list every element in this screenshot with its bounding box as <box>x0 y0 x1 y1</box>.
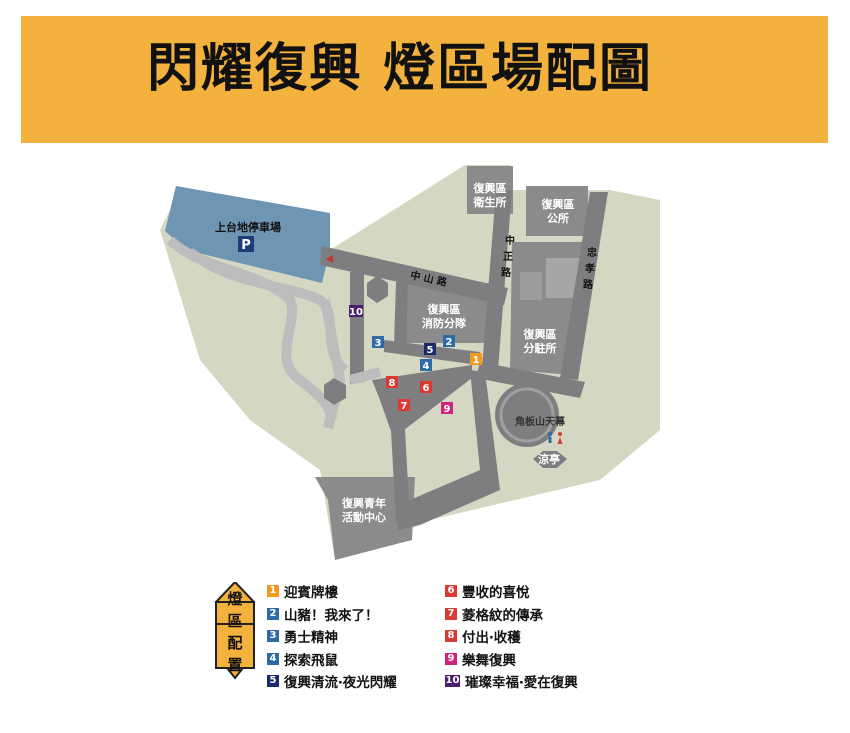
svg-text:忠: 忠 <box>587 246 597 259</box>
svg-text:路: 路 <box>583 278 594 291</box>
svg-text:7: 7 <box>401 401 408 412</box>
page-title: 閃耀復興 燈區場配圖 <box>146 39 654 99</box>
legend-text: 菱格紋的傳承 <box>462 607 543 624</box>
legend-text: 復興清流‧夜光閃耀 <box>284 675 397 692</box>
legend-text: 樂舞復興 <box>462 652 516 669</box>
legend-text: 勇士精神 <box>284 630 338 647</box>
police-annex-roof-2 <box>520 272 542 300</box>
health-office-label: 復興區衛生所 <box>473 181 507 209</box>
youth-center-label: 復興青年活動中心 <box>341 496 386 524</box>
legend-item-6: 6 豐收的喜悅 <box>445 580 578 603</box>
badge-char-1: 燈 <box>227 590 243 608</box>
marker-6: 6 <box>420 381 432 394</box>
legend-num: 5 <box>267 675 279 688</box>
parking-label: 上台地停車場 <box>215 220 281 234</box>
marker-5: 5 <box>424 343 436 356</box>
marker-9: 9 <box>441 402 453 415</box>
district-office-label: 復興區公所 <box>541 197 575 225</box>
youth-center-building <box>315 477 415 560</box>
legend-item-3: 3 勇士精神 <box>267 625 397 648</box>
marker-2: 2 <box>443 335 455 348</box>
police-station-label: 復興區分駐所 <box>523 327 557 355</box>
badge-char-4: 置 <box>227 656 242 674</box>
svg-text:中: 中 <box>505 234 515 247</box>
legend-item-4: 4 探索飛鼠 <box>267 648 397 671</box>
svg-text:3: 3 <box>375 338 382 349</box>
badge-char-2: 區 <box>227 612 242 630</box>
parking-sign-label: P <box>241 238 251 253</box>
legend-num: 4 <box>267 652 279 665</box>
legend-num: 9 <box>445 652 457 665</box>
legend-num: 8 <box>445 630 457 643</box>
amphitheater-label: 角板山天幕 <box>515 415 566 428</box>
legend-num: 6 <box>445 585 457 598</box>
title-banner <box>21 16 828 143</box>
legend-num: 7 <box>445 607 457 620</box>
amphitheater-circle <box>495 383 559 447</box>
parking-paths <box>166 236 382 430</box>
map-markers: 1 2 3 4 5 6 7 8 9 10 <box>349 305 482 415</box>
pavilion-label: 涼亭 <box>538 452 560 466</box>
legend-item-1: 1 迎賓牌樓 <box>267 580 397 603</box>
legend-column-right: 6 豐收的喜悅 7 菱格紋的傳承 8 付出‧收穫 9 樂舞復興 10 璀璨幸福‧愛在復興 <box>445 580 578 693</box>
marker-10: 10 <box>349 305 363 318</box>
legend-item-10: 10 璀璨幸福‧愛在復興 <box>445 670 578 693</box>
svg-text:2: 2 <box>446 337 453 348</box>
legend-text: 豐收的喜悅 <box>462 585 530 602</box>
legend-text: 付出‧收穫 <box>462 630 521 647</box>
svg-text:5: 5 <box>427 345 434 356</box>
legend-item-9: 9 樂舞復興 <box>445 648 578 671</box>
legend-num: 3 <box>267 630 279 643</box>
marker-3: 3 <box>372 336 384 349</box>
legend: 燈 區 配 置 1 迎賓牌樓 2 山豬！我來了！ 3 勇士精神 4 探索飛鼠 5 復興清流… <box>212 580 632 700</box>
legend-num: 10 <box>445 675 460 688</box>
parking-lot <box>165 186 330 283</box>
hex-pavilion-left <box>324 378 346 405</box>
svg-text:4: 4 <box>423 361 430 372</box>
legend-item-8: 8 付出‧收穫 <box>445 625 578 648</box>
svg-text:8: 8 <box>389 378 396 389</box>
hex-pavilion-top <box>367 276 388 303</box>
badge-char-3: 配 <box>227 634 242 652</box>
legend-text: 迎賓牌樓 <box>284 585 338 602</box>
fire-station-label: 復興區消防分隊 <box>422 302 467 330</box>
pavilion-hexagon <box>533 451 567 468</box>
legend-item-7: 7 菱格紋的傳承 <box>445 603 578 626</box>
legend-num: 2 <box>267 607 279 620</box>
legend-text: 璀璨幸福‧愛在復興 <box>465 675 578 692</box>
parking-sign <box>238 236 254 252</box>
legend-badge: 燈 區 配 置 <box>214 582 256 680</box>
marker-8: 8 <box>386 376 398 389</box>
svg-text:孝: 孝 <box>584 262 595 275</box>
district-office-building <box>526 186 588 236</box>
road-label-zhongxiao: 忠 孝 路 <box>583 246 597 291</box>
legend-text: 探索飛鼠 <box>284 652 338 669</box>
amphitheater-inner <box>499 387 555 443</box>
marker-4: 4 <box>420 359 432 372</box>
legend-column-left: 1 迎賓牌樓 2 山豬！我來了！ 3 勇士精神 4 探索飛鼠 5 復興清流‧夜光閃耀 <box>267 580 397 693</box>
legend-num: 1 <box>267 585 279 598</box>
direction-arrow-icon <box>326 255 333 263</box>
svg-text:路: 路 <box>501 266 512 279</box>
marker-7: 7 <box>398 399 410 412</box>
road-label-zhongzheng: 中 正 路 <box>501 234 515 279</box>
marker-1: 1 <box>470 353 482 366</box>
restroom-icon <box>548 432 563 444</box>
svg-text:1: 1 <box>473 355 480 366</box>
svg-text:10: 10 <box>349 307 363 318</box>
svg-text:9: 9 <box>444 404 451 415</box>
legend-item-2: 2 山豬！我來了！ <box>267 603 397 626</box>
svg-text:正: 正 <box>503 251 513 263</box>
legend-item-5: 5 復興清流‧夜光閃耀 <box>267 670 397 693</box>
svg-text:6: 6 <box>423 383 430 394</box>
legend-text: 山豬！我來了！ <box>284 607 379 624</box>
